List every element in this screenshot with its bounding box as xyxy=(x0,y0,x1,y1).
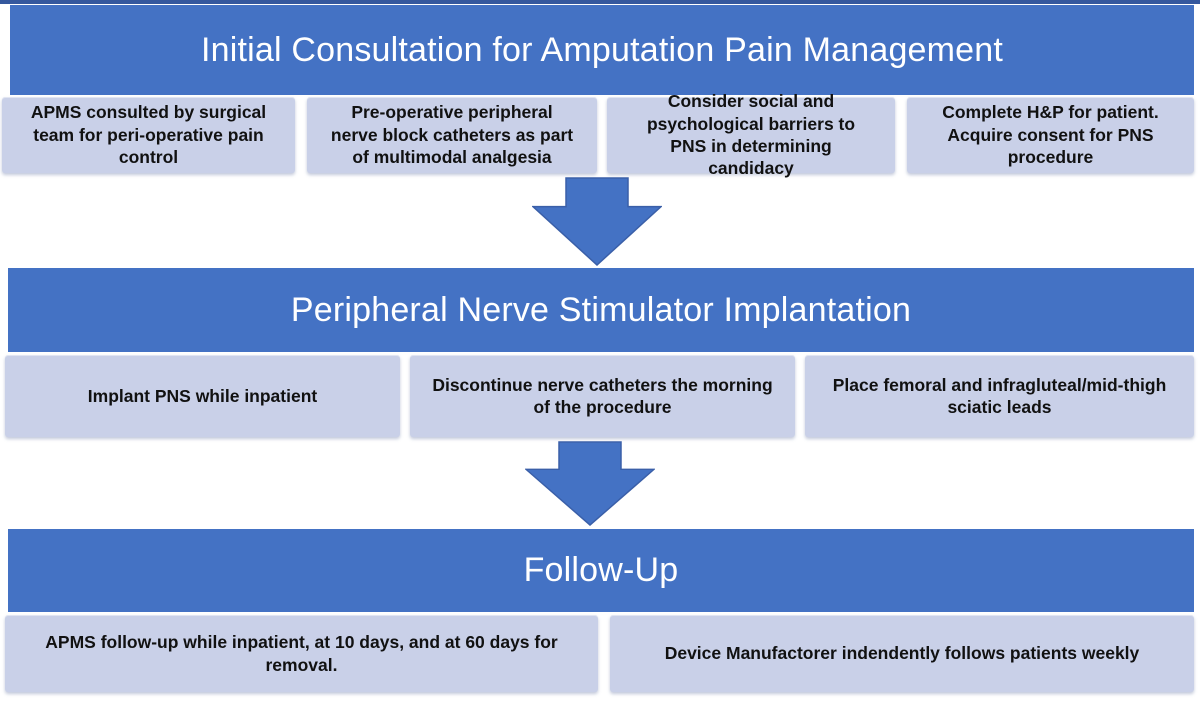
down-arrow-icon xyxy=(525,441,655,526)
stage-2-step-2: Discontinue nerve catheters the morning … xyxy=(410,355,795,437)
stage-3-step-2: Device Manufactorer indendently follows … xyxy=(610,615,1194,692)
down-arrow-icon xyxy=(532,177,662,266)
stage-1-title: Initial Consultation for Amputation Pain… xyxy=(200,30,1004,69)
stage-1-step-4: Complete H&P for patient. Acquire consen… xyxy=(907,97,1194,173)
stage-1-step-3: Consider social and psychological barrie… xyxy=(607,91,895,178)
stage-3-header: Follow-Up xyxy=(8,529,1194,612)
stage-3-title: Follow-Up xyxy=(523,551,679,589)
stage-2-header: Peripheral Nerve Stimulator Implantation xyxy=(8,268,1194,352)
stage-1-header: Initial Consultation for Amputation Pain… xyxy=(10,5,1194,95)
top-border-line xyxy=(0,0,1200,4)
stage-2-step-3: Place femoral and infragluteal/mid-thigh… xyxy=(805,355,1194,437)
stage-1-step-2: Pre-operative peripheral nerve block cat… xyxy=(307,97,597,173)
stage-3-step-1: APMS follow-up while inpatient, at 10 da… xyxy=(5,615,598,692)
stage-2-step-1: Implant PNS while inpatient xyxy=(5,355,400,437)
stage-2-title: Peripheral Nerve Stimulator Implantation xyxy=(290,290,912,329)
stage-1-step-1: APMS consulted by surgical team for peri… xyxy=(2,97,295,173)
